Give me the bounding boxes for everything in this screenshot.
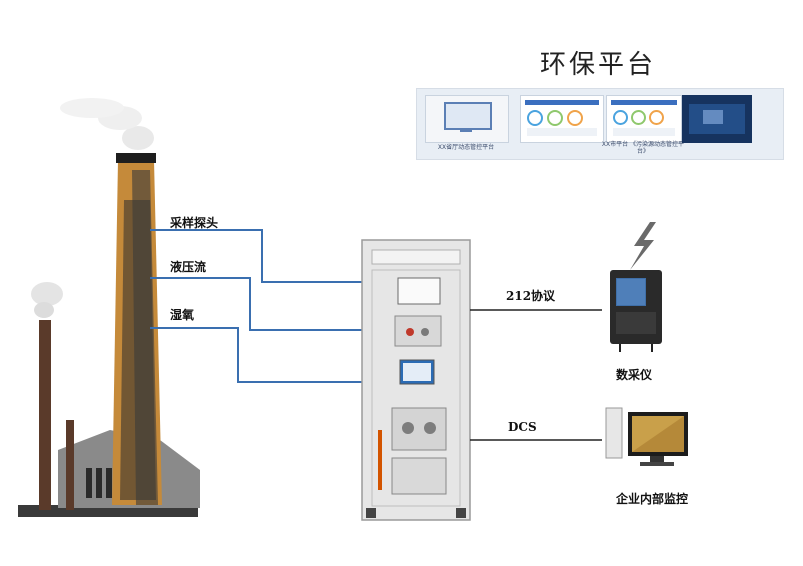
label-data-logger: 数采仪 <box>616 368 653 382</box>
platform-screen-2 <box>520 95 604 143</box>
line-sampling-probe <box>150 229 362 283</box>
computer-tower-icon <box>605 407 623 459</box>
label-enterprise-monitor: 企业内部监控 <box>616 492 689 506</box>
label-humidity: 湿氧 <box>170 308 195 322</box>
page-title: 环保平台 <box>540 50 657 80</box>
label-sampling-probe: 采样探头 <box>170 216 219 230</box>
chimney-smoke <box>122 126 154 150</box>
platform-screen-1-caption: XX省厅动态管控平台 <box>437 144 495 151</box>
monitor-stand-icon <box>460 128 472 132</box>
line-humidity <box>150 327 362 383</box>
line-flow <box>150 277 362 331</box>
platform-screen-4-map <box>682 95 752 143</box>
factory-windows <box>86 468 112 498</box>
cabinet-display-top <box>397 277 441 305</box>
label-flow: 液压流 <box>170 260 207 274</box>
platform-screen-1 <box>425 95 509 143</box>
cabinet-valves <box>391 407 447 451</box>
label-212-protocol: 212协议 <box>506 289 556 303</box>
platform-screen-3 <box>606 95 682 143</box>
small-chimney-smoke <box>31 282 63 306</box>
wireless-signal-icon <box>630 222 656 270</box>
label-dcs: DCS <box>508 420 537 434</box>
platform-screen-3-caption: XX市平台 《污染源动态管控平台》 <box>601 141 685 155</box>
tiny-chimney <box>66 420 74 510</box>
small-chimney <box>39 320 51 510</box>
monitor-icon <box>444 102 492 130</box>
chimney-top <box>116 153 156 163</box>
